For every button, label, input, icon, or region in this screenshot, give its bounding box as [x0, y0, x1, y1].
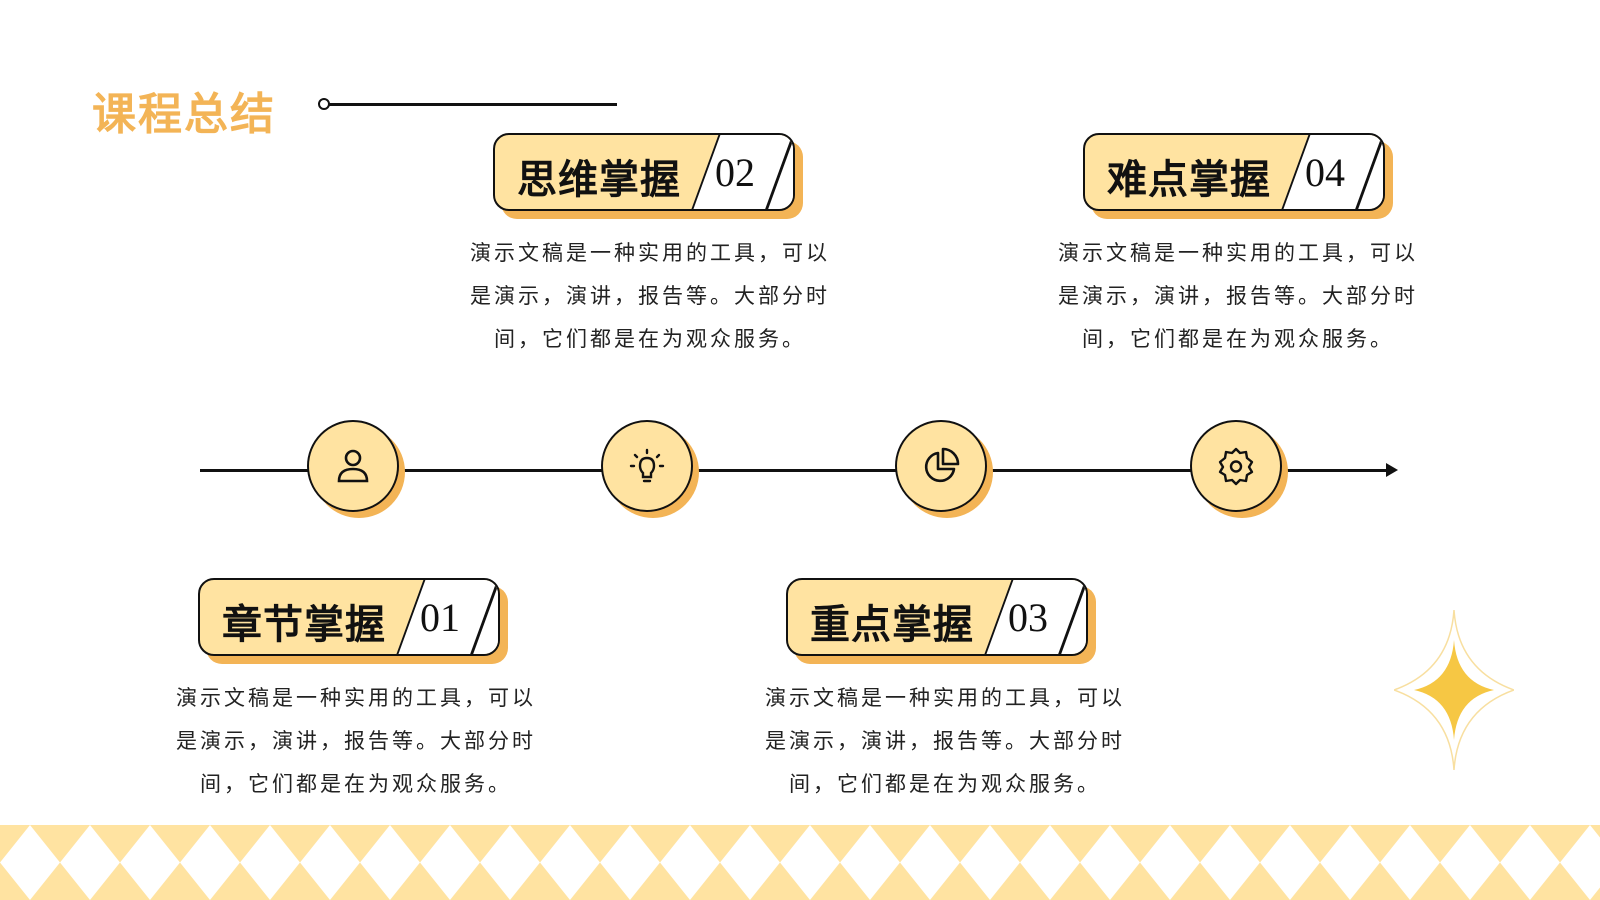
timeline-node-3 [895, 420, 993, 518]
card-description-2: 演示文稿是一种实用的工具，可以 是演示，演讲，报告等。大部分时 间，它们都是在为… [455, 232, 845, 361]
timeline-node-2 [601, 420, 699, 518]
desc-line: 演示文稿是一种实用的工具，可以 [470, 241, 830, 265]
card-number: 01 [420, 595, 460, 640]
card-key-points: 重点掌握 03 [786, 578, 1096, 664]
card-description-3: 演示文稿是一种实用的工具，可以 是演示，演讲，报告等。大部分时 间，它们都是在为… [750, 677, 1140, 806]
card-number: 02 [715, 150, 755, 195]
desc-line: 是演示，演讲，报告等。大部分时 [176, 729, 536, 753]
desc-line: 是演示，演讲，报告等。大部分时 [1058, 284, 1418, 308]
desc-line: 间，它们都是在为观众服务。 [200, 772, 512, 796]
sparkle-icon [1394, 610, 1514, 770]
card-thinking: 思维掌握 02 [493, 133, 803, 219]
desc-line: 是演示，演讲，报告等。大部分时 [765, 729, 1125, 753]
timeline-node-4 [1190, 420, 1288, 518]
card-number: 03 [1008, 595, 1048, 640]
card-label: 思维掌握 [517, 156, 681, 203]
card-difficulty: 难点掌握 04 [1083, 133, 1393, 219]
timeline-arrow-icon [1386, 463, 1398, 477]
pie-chart-icon [924, 447, 960, 483]
title-divider [327, 103, 617, 106]
page-title: 课程总结 [92, 89, 276, 140]
title-divider-dot [318, 98, 330, 110]
card-description-1: 演示文稿是一种实用的工具，可以 是演示，演讲，报告等。大部分时 间，它们都是在为… [161, 677, 551, 806]
desc-line: 间，它们都是在为观众服务。 [1082, 327, 1394, 351]
card-label: 章节掌握 [222, 601, 386, 648]
card-label: 难点掌握 [1107, 156, 1271, 203]
card-chapter: 章节掌握 01 [198, 578, 508, 664]
desc-line: 演示文稿是一种实用的工具，可以 [1058, 241, 1418, 265]
lightbulb-icon [629, 448, 665, 483]
desc-line: 演示文稿是一种实用的工具，可以 [765, 686, 1125, 710]
desc-line: 演示文稿是一种实用的工具，可以 [176, 686, 536, 710]
timeline-line [200, 469, 1390, 472]
timeline-node-1 [307, 420, 405, 518]
desc-line: 间，它们都是在为观众服务。 [494, 327, 806, 351]
desc-line: 间，它们都是在为观众服务。 [789, 772, 1101, 796]
gear-icon [1218, 447, 1254, 486]
card-description-4: 演示文稿是一种实用的工具，可以 是演示，演讲，报告等。大部分时 间，它们都是在为… [1043, 232, 1433, 361]
card-label: 重点掌握 [810, 601, 974, 648]
bottom-diamond-pattern [0, 825, 1600, 900]
desc-line: 是演示，演讲，报告等。大部分时 [470, 284, 830, 308]
card-number: 04 [1305, 150, 1345, 195]
user-icon [337, 449, 369, 483]
